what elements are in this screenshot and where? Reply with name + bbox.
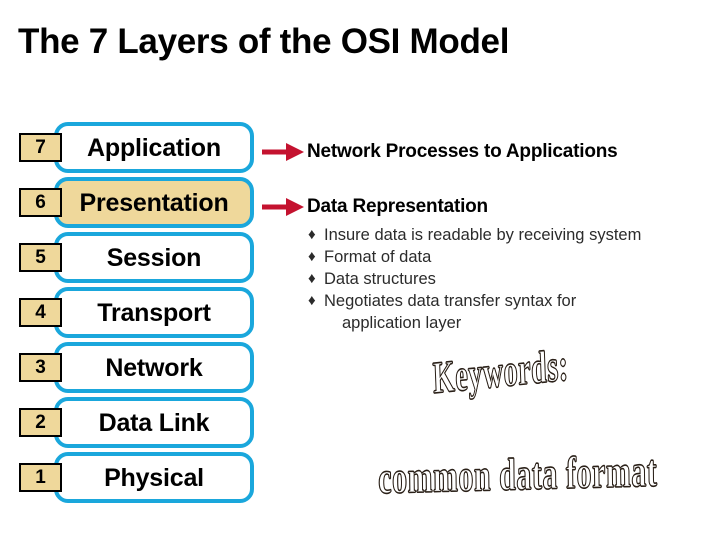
layer-bar-presentation[interactable]: Presentation — [54, 177, 254, 228]
page-title: The 7 Layers of the OSI Model — [18, 22, 510, 61]
layer-row[interactable]: 5 Session — [19, 232, 254, 287]
layer-bar-physical[interactable]: Physical — [54, 452, 254, 503]
layer-row[interactable]: 1 Physical — [19, 452, 254, 507]
layer-label: Presentation — [79, 188, 229, 217]
wordart-keywords-label: Keywords: — [432, 339, 570, 403]
list-item: ♦ Format of data — [306, 246, 716, 268]
right-arrow-icon — [262, 142, 304, 162]
list-item: ♦ Insure data is readable by receiving s… — [306, 224, 716, 246]
layer-number-badge: 3 — [19, 353, 62, 382]
layer-bar-network[interactable]: Network — [54, 342, 254, 393]
layer-number-badge: 1 — [19, 463, 62, 492]
list-item-text: Negotiates data transfer syntax for — [324, 292, 577, 310]
layer-bar-data-link[interactable]: Data Link — [54, 397, 254, 448]
layer-label: Network — [105, 353, 203, 382]
right-arrow-icon — [262, 197, 304, 217]
layer-row[interactable]: 4 Transport — [19, 287, 254, 342]
layer-row[interactable]: 7 Application — [19, 122, 254, 177]
layer-label: Application — [87, 133, 221, 162]
layer-number-badge: 2 — [19, 408, 62, 437]
layer-label: Data Link — [98, 408, 210, 437]
bullet-marker-icon: ♦ — [308, 270, 316, 287]
layer-row[interactable]: 2 Data Link — [19, 397, 254, 452]
list-item-text-continuation: application layer — [342, 314, 462, 332]
osi-layer-stack: 7 Application 6 Presentation 5 Session 4… — [19, 122, 254, 507]
layer-label: Transport — [97, 298, 211, 327]
bullet-marker-icon: ♦ — [308, 248, 316, 265]
list-item: ♦ Data structures — [306, 268, 716, 290]
list-item-text: Insure data is readable by receiving sys… — [324, 226, 642, 244]
layer-number-badge: 6 — [19, 188, 62, 217]
list-item: ♦ Negotiates data transfer syntax for ap… — [306, 290, 716, 334]
annotation-heading-presentation: Data Representation — [307, 196, 488, 217]
layer-bar-transport[interactable]: Transport — [54, 287, 254, 338]
presentation-detail-bullets: ♦ Insure data is readable by receiving s… — [306, 224, 716, 334]
layer-number-badge: 5 — [19, 243, 62, 272]
list-item-text: Format of data — [324, 248, 432, 266]
bullet-marker-icon: ♦ — [308, 292, 316, 309]
layer-label: Physical — [104, 463, 204, 492]
layer-row[interactable]: 6 Presentation — [19, 177, 254, 232]
wordart-keyword-phrase: common data format — [378, 445, 659, 503]
layer-label: Session — [106, 243, 202, 272]
bullet-marker-icon: ♦ — [308, 226, 316, 243]
list-item-text: Data structures — [324, 270, 436, 288]
layer-row[interactable]: 3 Network — [19, 342, 254, 397]
layer-bar-application[interactable]: Application — [54, 122, 254, 173]
layer-bar-session[interactable]: Session — [54, 232, 254, 283]
layer-number-badge: 7 — [19, 133, 62, 162]
layer-number-badge: 4 — [19, 298, 62, 327]
annotation-heading-application: Network Processes to Applications — [307, 141, 618, 162]
